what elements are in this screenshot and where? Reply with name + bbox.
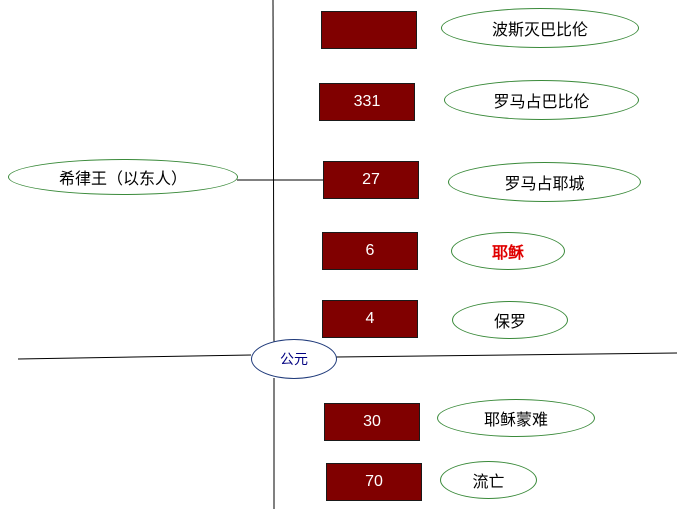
herod-text: 希律王（以东人） — [58, 169, 187, 188]
event-label: 流亡 — [440, 461, 537, 499]
year-box: 4 — [322, 300, 418, 338]
event-label: 罗马占巴比伦 — [444, 80, 639, 120]
event-label: 波斯灭巴比伦 — [441, 8, 639, 48]
horizontal-axis-right — [335, 352, 677, 358]
event-text-highlight: 耶稣 — [491, 243, 524, 262]
year-box: 27 — [323, 161, 419, 199]
event-text: 罗马占耶城 — [504, 174, 585, 193]
year-box: 331 — [319, 83, 415, 121]
event-label: 保罗 — [452, 301, 568, 339]
herod-label: 希律王（以东人） — [8, 159, 238, 195]
year-value: 6 — [365, 242, 375, 259]
year-box: 30 — [324, 403, 420, 441]
year-value: 331 — [353, 93, 381, 110]
year-box — [321, 11, 417, 49]
era-marker: 公元 — [251, 339, 337, 379]
event-label: 耶稣 — [451, 232, 565, 270]
year-value: 27 — [362, 171, 380, 188]
year-value: 70 — [365, 473, 383, 490]
horizontal-axis-left — [17, 354, 252, 360]
event-label: 罗马占耶城 — [448, 162, 641, 202]
event-text: 流亡 — [472, 472, 505, 491]
year-value: 30 — [363, 413, 381, 430]
event-text: 罗马占巴比伦 — [493, 92, 590, 111]
year-box: 70 — [326, 463, 422, 501]
event-text: 耶稣蒙难 — [483, 410, 548, 429]
vertical-axis-upper — [272, 0, 275, 346]
year-value: 4 — [365, 310, 375, 327]
event-label: 耶稣蒙难 — [437, 399, 595, 437]
event-text: 保罗 — [493, 312, 526, 331]
event-text: 波斯灭巴比伦 — [491, 20, 588, 39]
year-box: 6 — [322, 232, 418, 270]
era-text: 公元 — [280, 352, 308, 368]
